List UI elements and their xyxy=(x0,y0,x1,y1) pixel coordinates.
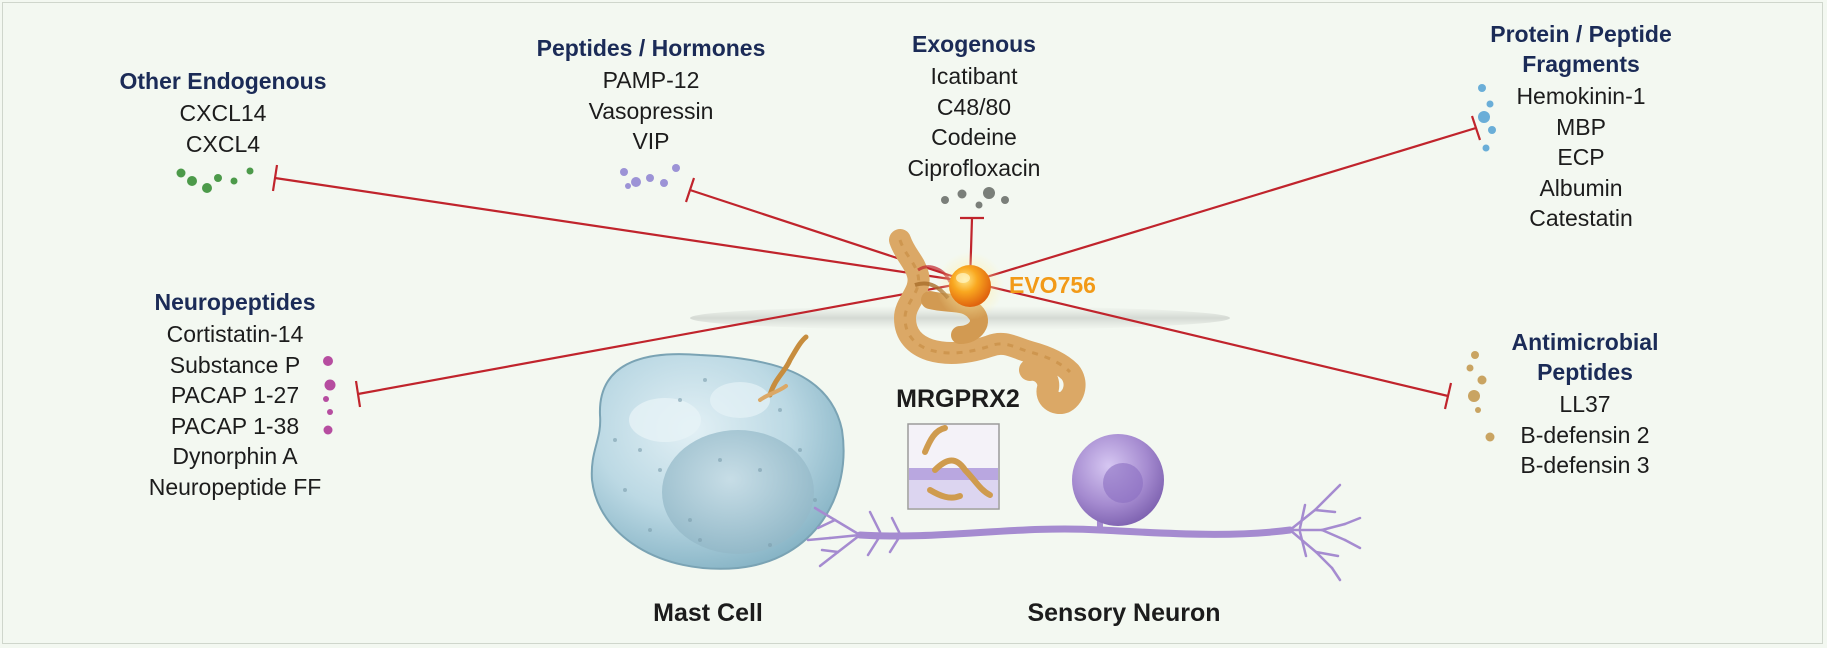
ligand-name: VIP xyxy=(632,128,670,154)
ligand-name: PAMP-12 xyxy=(602,67,700,93)
inhibition-bar-protein-fragments xyxy=(1470,115,1482,141)
ligand-name: Cortistatin-14 xyxy=(166,321,304,347)
ligand-name: C48/80 xyxy=(936,93,1012,120)
inhibition-bar-other-endogenous xyxy=(271,164,279,192)
inhibition-bar-peptides-hormones xyxy=(684,177,696,203)
ligand-name: Codeine xyxy=(931,124,1017,150)
drug-label: EVO756 xyxy=(1009,272,1096,298)
receptor-label: MRGPRX2 xyxy=(896,385,1020,413)
ligand-dots-peptides-hormones xyxy=(620,164,680,189)
inhibition-lines xyxy=(271,115,1482,410)
group-title: Other Endogenous xyxy=(119,68,327,94)
group-antimicrobial-peptides: Antimicrobial Peptides LL37 B-defensin 2… xyxy=(1512,327,1659,481)
group-items: LL37 B-defensin 2 B-defensin 3 xyxy=(1512,389,1659,481)
ligand-name: PACAP 1-27 xyxy=(170,382,300,408)
group-title: Neuropeptides xyxy=(154,289,316,315)
sensory-neuron-label: Sensory Neuron xyxy=(1027,599,1221,627)
group-items: Icatibant C48/80 Codeine Ciprofloxacin xyxy=(908,61,1041,183)
group-items: PAMP-12 Vasopressin VIP xyxy=(537,65,766,157)
group-title: Peptides / Hormones xyxy=(536,35,766,61)
ligand-name: Catestatin xyxy=(1529,205,1633,231)
group-title: Antimicrobial Peptides xyxy=(1511,329,1659,385)
group-exogenous: Exogenous Icatibant C48/80 Codeine Cipro… xyxy=(908,29,1041,183)
mast-cell-icon xyxy=(590,334,845,570)
ligand-name: Vasopressin xyxy=(588,97,714,124)
ligand-name: B-defensin 3 xyxy=(1520,452,1650,478)
group-items: Hemokinin-1 MBP ECP Albumin Catestatin xyxy=(1490,81,1671,234)
inhibition-line-neuropeptides xyxy=(357,280,971,396)
group-items: Cortistatin-14 Substance P PACAP 1-27 PA… xyxy=(149,319,322,502)
ligand-dots-exogenous xyxy=(941,187,1009,209)
ligand-name: PACAP 1-38 xyxy=(170,412,300,439)
inhibition-bar-neuropeptides xyxy=(354,380,362,408)
ligand-dots-protein-fragments xyxy=(1478,84,1496,152)
ligand-name: LL37 xyxy=(1559,391,1611,417)
ligand-name: MBP xyxy=(1556,113,1606,140)
group-neuropeptides: Neuropeptides Cortistatin-14 Substance P… xyxy=(149,287,322,502)
ligand-name: Dynorphin A xyxy=(172,443,298,469)
ligand-name: Substance P xyxy=(169,351,301,378)
group-protein-fragments: Protein / Peptide Fragments Hemokinin-1 … xyxy=(1490,19,1671,234)
group-title: Exogenous xyxy=(912,31,1036,57)
ligand-name: ECP xyxy=(1557,144,1605,170)
ligand-name: CXCL14 xyxy=(179,100,267,126)
ligand-name: Hemokinin-1 xyxy=(1516,83,1646,109)
inhibition-line-antimicrobial xyxy=(969,280,1449,398)
ligand-name: CXCL4 xyxy=(185,130,261,157)
ligand-name: Neuropeptide FF xyxy=(148,473,322,500)
membrane-inset-icon xyxy=(907,423,1000,510)
group-other-endogenous: Other Endogenous CXCL14 CXCL4 xyxy=(120,66,327,159)
mast-cell-label: Mast Cell xyxy=(653,599,763,627)
ligand-dots-neuropeptides xyxy=(323,356,336,435)
inhibition-line-protein-fragments xyxy=(969,126,1477,284)
group-title: Protein / Peptide Fragments xyxy=(1490,21,1672,77)
ligand-dots-other-endogenous xyxy=(176,167,254,193)
ligand-name: B-defensin 2 xyxy=(1520,421,1650,448)
neuron-soma xyxy=(1072,434,1164,526)
ligand-name: Ciprofloxacin xyxy=(907,154,1041,181)
ligand-name: Albumin xyxy=(1539,174,1623,201)
ligand-name: Icatibant xyxy=(930,63,1018,89)
group-items: CXCL14 CXCL4 xyxy=(120,98,327,159)
ligand-dots-antimicrobial xyxy=(1466,351,1495,442)
evo756-sphere-icon xyxy=(936,252,1004,320)
inhibition-line-other-endogenous xyxy=(274,176,971,284)
group-peptides-hormones: Peptides / Hormones PAMP-12 Vasopressin … xyxy=(537,33,766,157)
inhibition-bar-antimicrobial xyxy=(1443,382,1453,410)
